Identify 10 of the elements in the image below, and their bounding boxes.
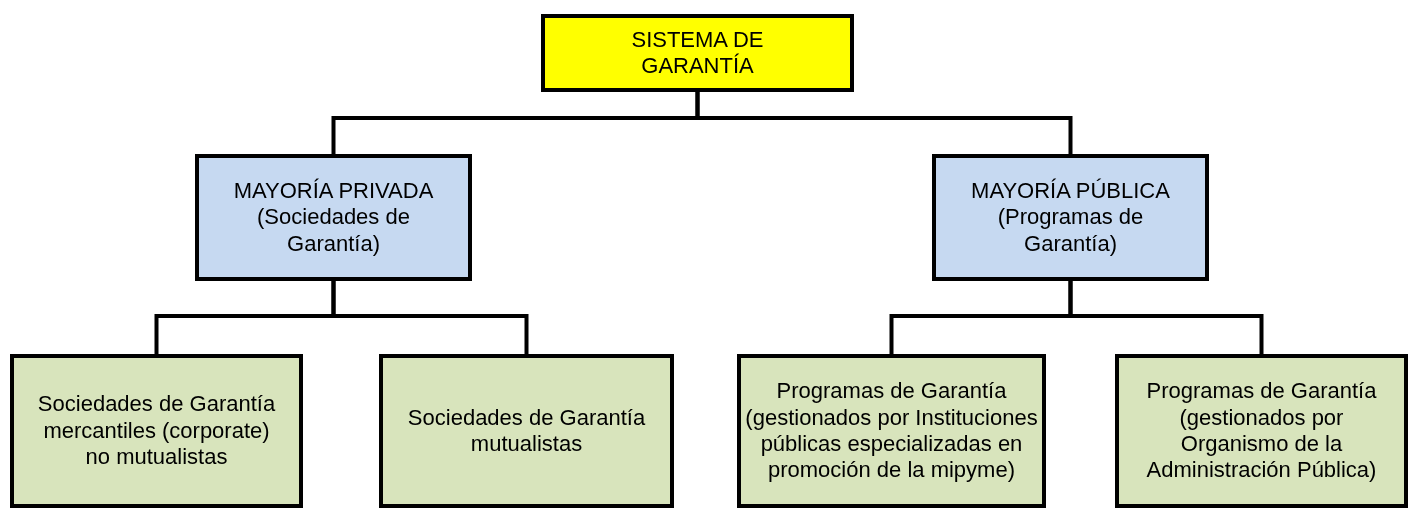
leaf-box: Sociedades de Garantía mutualistas <box>379 354 674 508</box>
root-box: SISTEMA DE GARANTÍA <box>541 14 854 92</box>
leaf-box: Programas de Garantía (gestionados por Organismo de la Administración Pública) <box>1115 354 1408 508</box>
connector-line <box>1068 281 1264 354</box>
category-box: MAYORÍA PÚBLICA (Programas de Garantía) <box>932 154 1209 281</box>
leaf-box: Sociedades de Garantía mercantiles (corporate) no mutualistas <box>10 354 303 508</box>
connector-line <box>695 92 1073 154</box>
leaf-box: Programas de Garantía (gestionados por Instituciones públicas especializadas en promoción de la mipyme) <box>737 354 1046 508</box>
category-box: MAYORÍA PRIVADA (Sociedades de Garantía) <box>195 154 472 281</box>
connector-line <box>331 281 529 354</box>
